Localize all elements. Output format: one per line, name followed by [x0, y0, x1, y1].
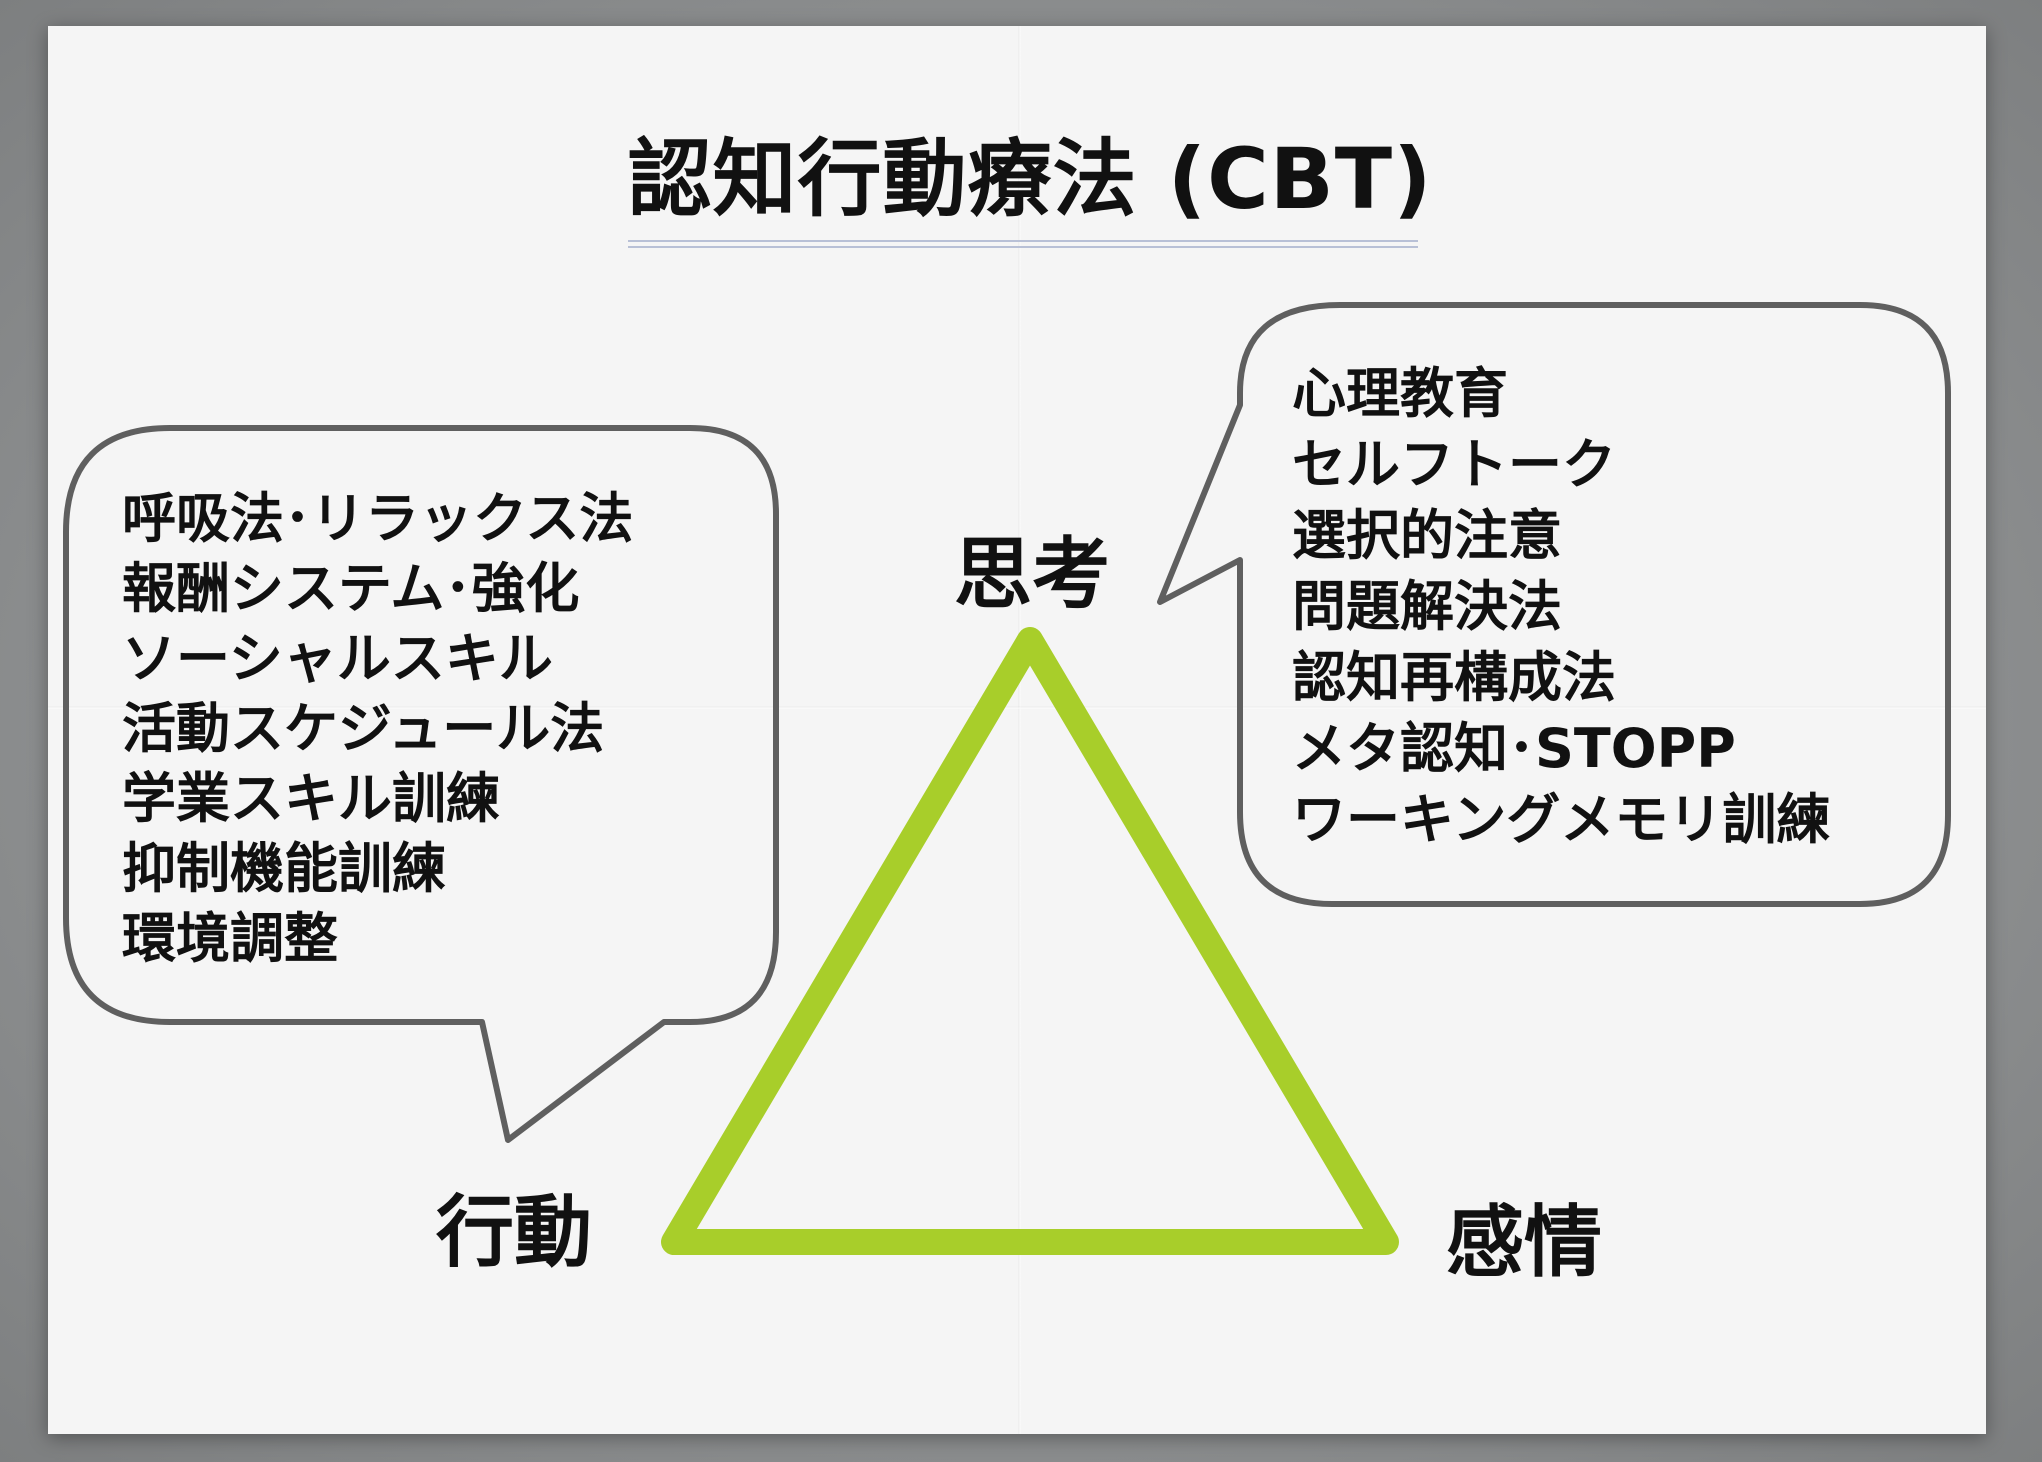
paper-sheet	[48, 26, 1986, 1434]
list-item: 呼吸法･リラックス法	[122, 487, 634, 550]
list-item: 選択的注意	[1292, 504, 1562, 567]
emotion-node-label: 感情	[1446, 1198, 1603, 1288]
paper-fold-vertical	[1018, 26, 1021, 1434]
list-item: 心理教育	[1292, 362, 1508, 425]
list-item: メタ認知･STOPP	[1292, 717, 1736, 780]
thought-node-label: 思考	[954, 530, 1111, 620]
list-item: 環境調整	[122, 907, 338, 970]
list-item: 活動スケジュール法	[122, 697, 605, 760]
paper-fold-horizontal	[48, 706, 1986, 709]
title-underline	[628, 240, 1418, 248]
behavior-node-label: 行動	[436, 1188, 593, 1278]
behavior-speech-bubble	[63, 425, 779, 1143]
behavior-technique-list: 呼吸法･リラックス法 報酬システム･強化 ソーシャルスキル 活動スケジュール法 …	[122, 484, 633, 974]
list-item: 学業スキル訓練	[122, 767, 500, 830]
cbt-triangle	[661, 627, 1399, 1255]
thought-technique-list: 心理教育 セルフトーク 選択的注意 問題解決法 認知再構成法 メタ認知･STOP…	[1292, 358, 1830, 855]
list-item: 認知再構成法	[1292, 646, 1616, 709]
list-item: 抑制機能訓練	[122, 837, 446, 900]
list-item: ワーキングメモリ訓練	[1292, 788, 1831, 851]
thought-speech-bubble	[1157, 302, 1951, 907]
list-item: ソーシャルスキル	[122, 627, 553, 690]
page-title: 認知行動療法 (CBT)	[627, 130, 1433, 228]
list-item: セルフトーク	[1292, 433, 1616, 496]
list-item: 報酬システム･強化	[122, 557, 580, 620]
list-item: 問題解決法	[1292, 575, 1562, 638]
